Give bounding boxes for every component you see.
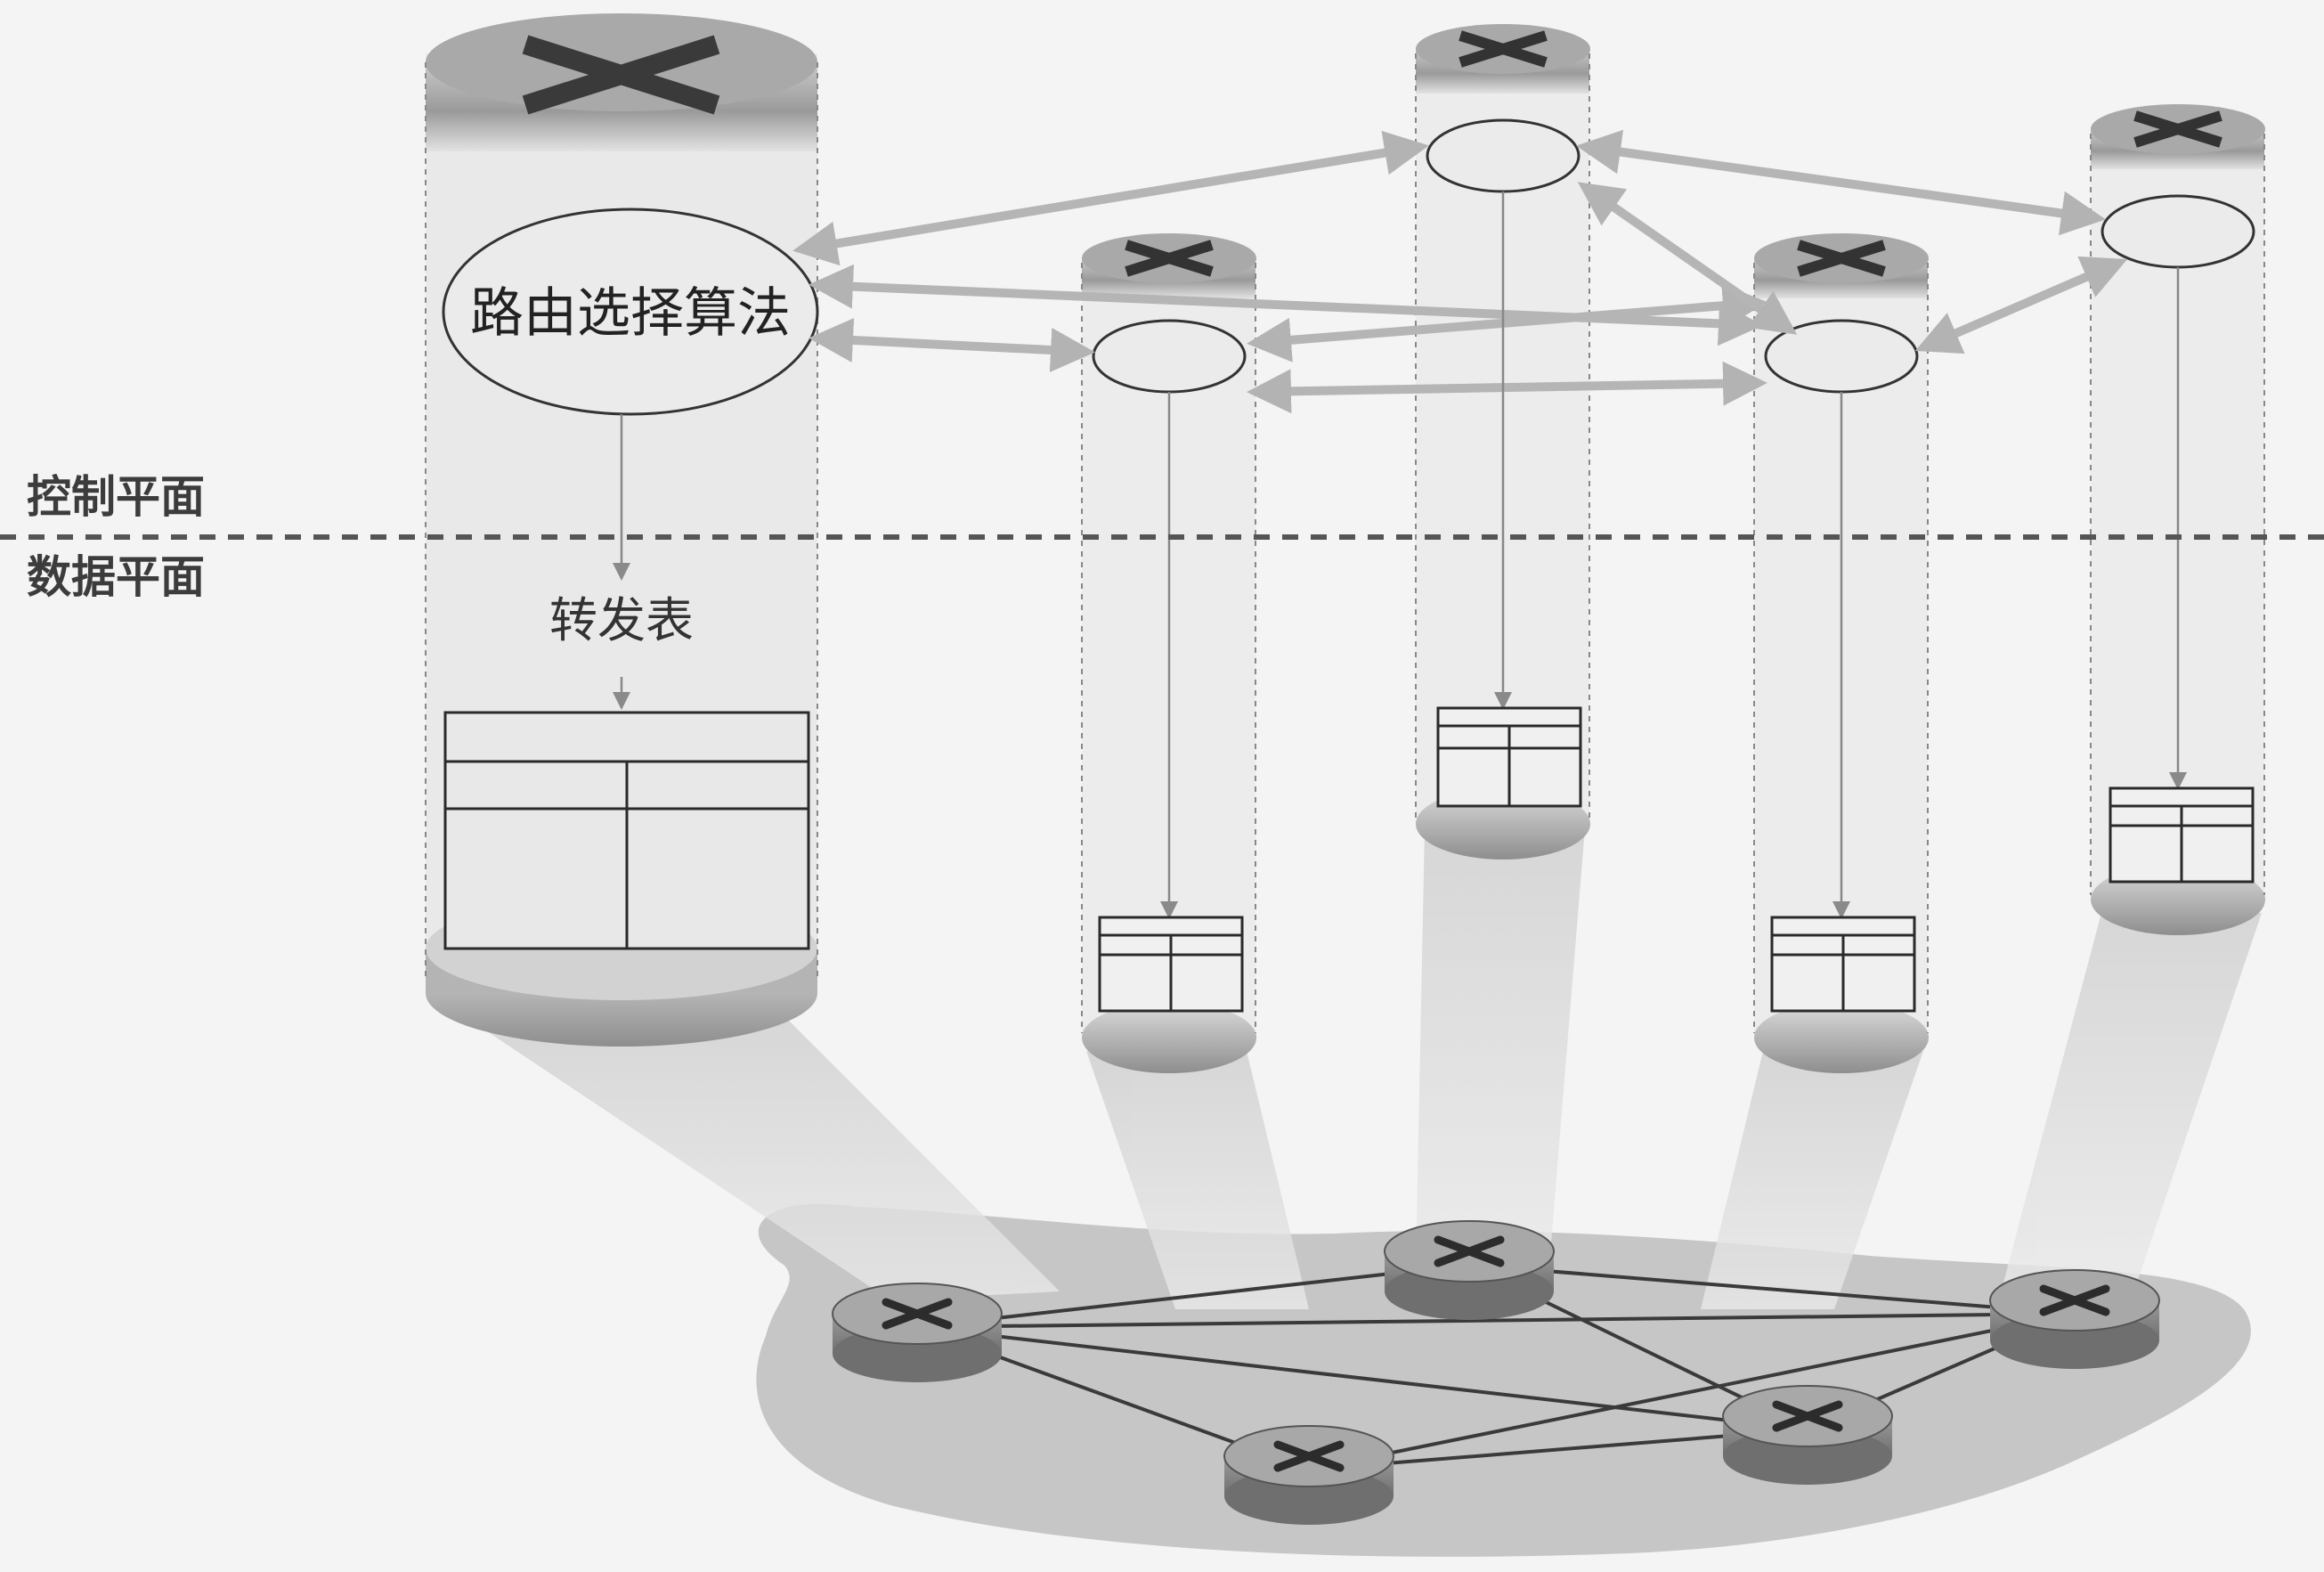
network-router: [1989, 1269, 2160, 1369]
router-x-icon: [2039, 1284, 2110, 1316]
router-x-icon: [522, 35, 720, 115]
forwarding-table-main: [443, 711, 810, 950]
table-update-arrows: [613, 191, 2187, 919]
forwarding-table: [1098, 916, 1244, 1013]
router-x-icon: [1273, 1440, 1345, 1472]
routing-algorithm-label: 路由选择算法: [470, 282, 791, 345]
router-x-icon: [1797, 240, 1886, 277]
projection-beams: [463, 828, 2262, 1309]
forwarding-table: [1436, 706, 1582, 808]
data-plane-label: 数据平面: [27, 550, 205, 603]
network-router: [1722, 1385, 1893, 1485]
router-x-icon: [882, 1298, 953, 1330]
router-x-icon: [2133, 110, 2222, 148]
forwarding-table-label: 转发表: [549, 592, 694, 648]
forwarding-table: [1770, 916, 1916, 1013]
algorithm-node: [1426, 118, 1580, 193]
control-message-arrows: [792, 129, 2128, 414]
control-plane-label: 控制平面: [27, 470, 205, 523]
network-router: [1384, 1220, 1555, 1320]
algorithm-node: [1092, 319, 1247, 394]
router-x-icon: [1459, 30, 1548, 68]
algorithm-node: [2101, 194, 2255, 269]
network-router: [1223, 1425, 1394, 1525]
router-x-icon: [1772, 1400, 1843, 1432]
router-x-icon: [1434, 1235, 1505, 1267]
forwarding-table: [2109, 786, 2255, 884]
network-router: [832, 1283, 1003, 1382]
